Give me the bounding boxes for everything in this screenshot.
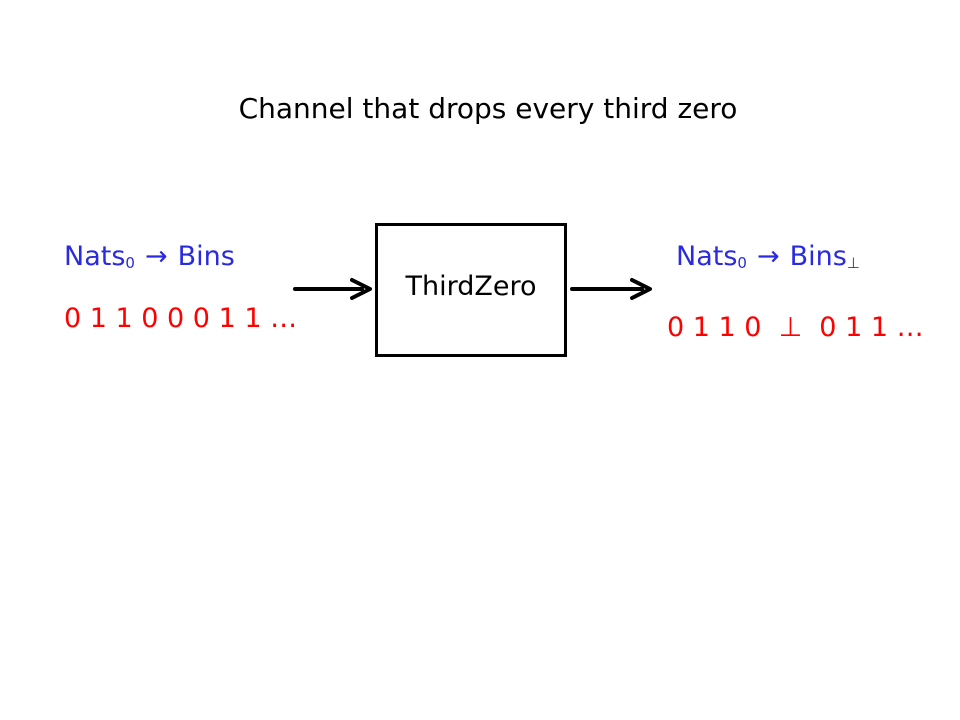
output-type-name: Nats (676, 241, 738, 272)
output-type-subscript: 0 (737, 254, 747, 272)
output-type-target-subscript: ⊥ (846, 254, 860, 272)
input-type-label: Nats0 → Bins (64, 241, 235, 272)
input-type-subscript: 0 (125, 254, 135, 272)
output-type-target: Bins (789, 241, 847, 272)
input-type-name: Nats (64, 241, 126, 272)
input-type-target: Bins (177, 241, 235, 272)
slide-title: Channel that drops every third zero (238, 92, 738, 125)
input-type-arrow: → (144, 241, 168, 272)
channel-label: ThirdZero (405, 271, 537, 302)
output-arrow (570, 278, 652, 300)
channel-box (375, 223, 567, 357)
output-sequence: 0 1 1 0 ⊥ 0 1 1 … (667, 312, 924, 343)
input-arrow (293, 278, 372, 300)
output-type-arrow: → (756, 241, 780, 272)
input-sequence: 0 1 1 0 0 0 1 1 … (64, 303, 298, 334)
output-type-label: Nats0 → Bins⊥ (676, 241, 860, 272)
